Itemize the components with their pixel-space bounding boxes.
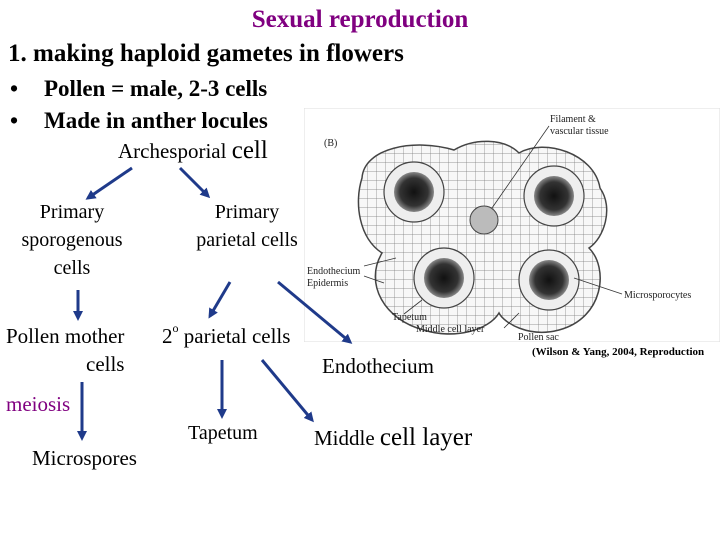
label-endothecium: Endothecium	[307, 266, 361, 277]
arrow-to-parietal	[178, 166, 211, 199]
bullet-item: • Pollen = male, 2-3 cells	[10, 76, 267, 102]
label-filament: Filament &	[550, 114, 596, 125]
label-vascular-tissue: vascular tissue	[550, 126, 609, 137]
arrow-to-middle-cell-layer	[260, 359, 314, 423]
figure-panel-label: (B)	[324, 138, 337, 149]
node-endothecium: Endothecium	[322, 354, 434, 378]
label-epidermis: Epidermis	[307, 278, 348, 289]
node-text: Middle	[314, 426, 380, 450]
arrow-to-sporogenous	[85, 166, 133, 200]
node-primary-parietal-cells: Primary parietal cells	[196, 201, 298, 251]
node-text: cell layer	[379, 424, 473, 451]
arrow-to-endothecium	[277, 280, 353, 344]
label-microsporocytes: Microsporocytes	[624, 290, 691, 301]
label-middle-cell-layer: Middle cell layer	[416, 324, 485, 335]
figure-citation: (Wilson & Yang, 2004, Reproduction	[532, 346, 705, 358]
bullet-text: Pollen = male, 2-3 cells	[44, 76, 268, 101]
node-text: parietal cells	[178, 324, 291, 348]
pollen-sac-top-right	[523, 165, 585, 227]
pollen-sac-top-left	[383, 161, 445, 223]
label-tapetum: Tapetum	[392, 312, 427, 323]
bullet-item: • Made in anther locules	[10, 108, 268, 134]
arrow-to-secondary-parietal	[208, 281, 232, 319]
label-leader-lines	[363, 125, 623, 329]
node-archesporial-cell: Archesporial cell	[118, 137, 268, 165]
pollen-sac-bottom-left	[413, 247, 475, 309]
label-meiosis: meiosis	[6, 392, 71, 416]
node-text: Archesporial	[118, 139, 232, 163]
anther-cross-section-figure: (B) Filament & vascular tissue Endotheci…	[304, 108, 720, 342]
node-secondary-parietal-cells: 2o parietal cells	[162, 321, 291, 349]
superscript: o	[172, 321, 179, 335]
node-text: 2	[162, 324, 173, 348]
node-microspores: Microspores	[32, 446, 137, 470]
bullet-marker: •	[10, 76, 19, 101]
slide-title: Sexual reproduction	[251, 6, 469, 33]
vascular-bundle	[469, 205, 499, 235]
node-pollen-mother-cells: Pollen mother	[6, 324, 125, 348]
label-pollen-sac: Pollen sac	[518, 332, 559, 342]
node-pollen-mother-cells-line2: cells	[86, 352, 125, 376]
node-primary-sporogenous-cells: Primary sporogenous cells	[21, 201, 123, 279]
bullet-marker: •	[10, 108, 19, 133]
node-text: cell	[231, 137, 268, 164]
node-middle-cell-layer: Middle cell layer	[314, 424, 472, 452]
slide-heading: 1. making haploid gametes in flowers	[8, 40, 404, 67]
node-tapetum: Tapetum	[188, 422, 258, 444]
bullet-text: Made in anther locules	[44, 108, 268, 133]
